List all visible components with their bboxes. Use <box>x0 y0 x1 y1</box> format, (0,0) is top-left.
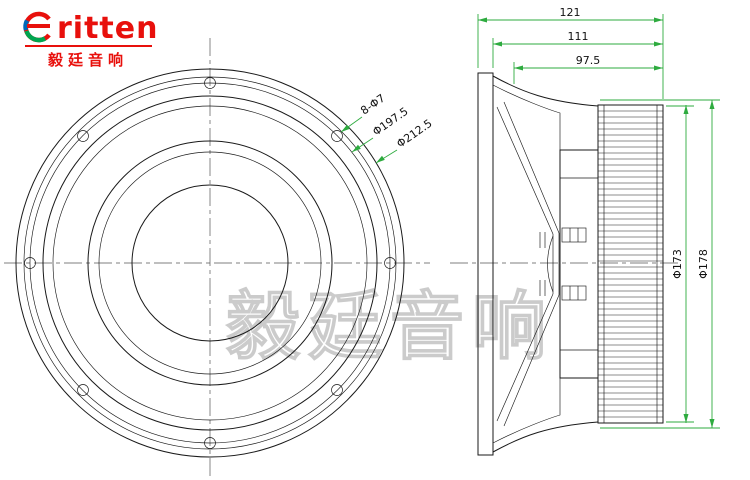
brand-name: ritten <box>57 11 158 46</box>
mounting-hole <box>77 130 89 142</box>
dim-label-phi173: Φ173 <box>671 249 684 279</box>
mounting-hole <box>77 384 89 396</box>
mounting-hole <box>331 384 343 396</box>
heatsink-fins <box>598 110 663 418</box>
extension-lines <box>477 14 720 429</box>
mounting-hole <box>204 437 216 449</box>
dimension-layer: 121 111 97.5 Φ173 Φ178 <box>477 6 720 429</box>
front-annotations: 8-Φ7 Φ197.5 Φ212.5 <box>340 92 435 164</box>
dim-magnet-diameter: Φ173 <box>671 105 689 423</box>
mounting-holes <box>24 77 396 449</box>
basket-outline <box>492 75 599 453</box>
heatsink <box>597 104 664 424</box>
terminal-pins <box>539 232 546 248</box>
mounting-hole <box>204 77 216 89</box>
speaker-frame-circles <box>15 68 405 458</box>
label-mounting-holes: 8-Φ7 <box>358 92 387 118</box>
side-view <box>450 72 678 456</box>
dim-total-depth: 121 <box>478 6 663 23</box>
watermark-text: 毅廷音响 <box>226 284 554 370</box>
terminal-pins <box>539 280 546 296</box>
magnet-plate <box>559 149 599 379</box>
mounting-hole <box>24 257 36 269</box>
dim-label-121: 121 <box>560 6 581 19</box>
mounting-hole <box>331 130 343 142</box>
leader-arrow <box>352 144 361 152</box>
brand-logo: ritten 毅廷音响 <box>23 11 158 69</box>
dim-label-phi178: Φ178 <box>697 249 710 279</box>
cone-lines <box>496 101 560 427</box>
center-lines <box>4 38 430 478</box>
leader-arrow <box>341 124 350 132</box>
front-view: 8-Φ7 Φ197.5 Φ212.5 <box>4 38 435 478</box>
terminals <box>539 227 587 301</box>
voice-coil <box>552 233 560 295</box>
mounting-flange <box>477 72 494 456</box>
dust-cap-circle <box>131 184 289 342</box>
brand-subtitle: 毅廷音响 <box>47 51 128 69</box>
dim-plate-diameter: Φ178 <box>697 100 715 428</box>
dim-depth-without-flange: 111 <box>493 30 663 47</box>
dim-basket-depth: 97.5 <box>514 54 663 71</box>
mounting-hole <box>384 257 396 269</box>
dust-cap-profile <box>547 235 554 293</box>
bolt-circle <box>29 82 391 444</box>
dim-label-97-5: 97.5 <box>576 54 601 67</box>
leader-arrow <box>376 155 385 163</box>
logo-e-mark <box>23 11 51 43</box>
dim-label-111: 111 <box>568 30 589 43</box>
